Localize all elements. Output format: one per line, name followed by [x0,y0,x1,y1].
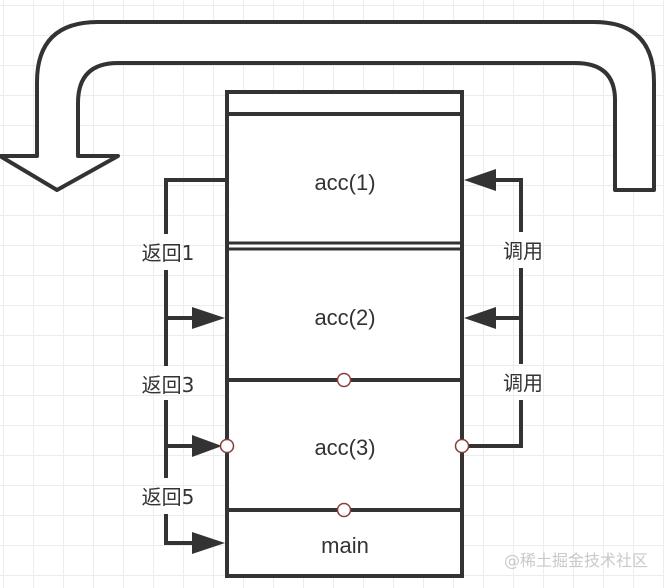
arrowhead-left [464,169,496,191]
frame-label-main: main [321,533,369,558]
label-call-2: 调用 [503,371,543,395]
connection-points [219,372,470,518]
arrowhead-right [192,307,225,329]
stack-outline [225,90,464,578]
frame-label-acc3: acc(3) [314,435,375,460]
arrowhead-right [192,435,222,457]
label-return-3: 返回3 [142,373,195,397]
return-arrowheads [192,307,225,554]
connection-point [454,438,470,454]
frame-label-acc1: acc(1) [314,170,375,195]
frame-label-acc2: acc(2) [314,305,375,330]
label-return-1: 返回1 [142,241,195,265]
connection-point [336,372,352,388]
connection-point [219,438,235,454]
big-return-arrow [0,20,656,192]
arrowhead-left [464,307,496,329]
call-arrowheads [464,169,496,329]
label-call-1: 调用 [503,239,543,263]
label-return-5: 返回5 [142,485,195,509]
call-connector [467,178,523,448]
connection-point [336,502,352,518]
arrowhead-right [192,532,225,554]
watermark: @稀土掘金技术社区 [504,551,648,570]
